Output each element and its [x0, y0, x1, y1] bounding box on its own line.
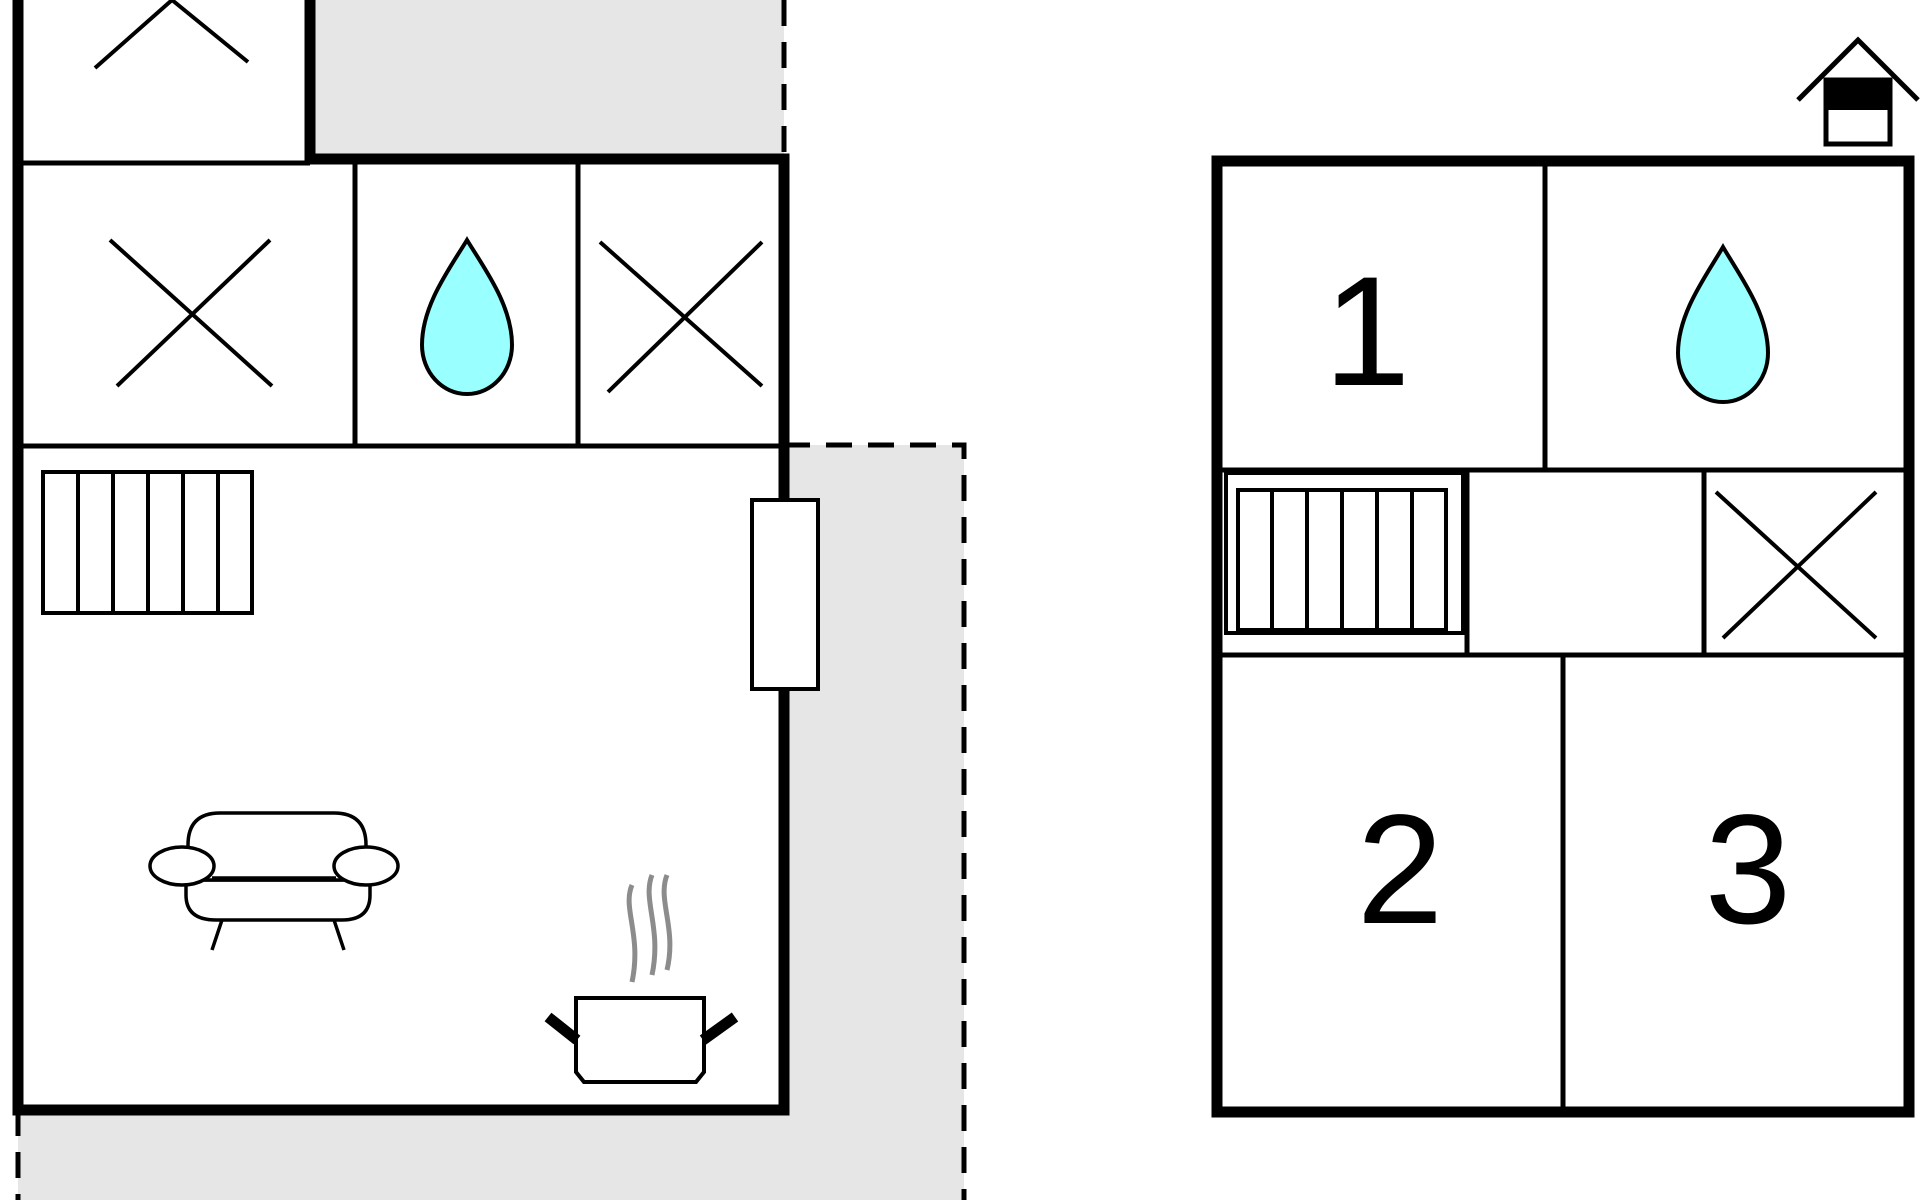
room-number-1: 1 [1324, 245, 1411, 419]
upper-floor-interior-walls [1222, 163, 1904, 1112]
ground-floor [12, 0, 967, 1200]
toilet-x-icon [108, 238, 274, 388]
stairs-up-icon [93, 0, 250, 70]
upper-floor: 1 2 3 [1211, 36, 1920, 1118]
room-number-2: 2 [1357, 783, 1444, 957]
cooking-pot-icon [544, 874, 739, 1084]
radiator-icon [41, 470, 254, 615]
bedroom-3: 3 [1705, 783, 1792, 957]
utility-x-icon [598, 240, 764, 394]
radiator-icon [1224, 471, 1465, 635]
ground-floor-interior-walls [18, 160, 784, 449]
water-drop-icon [419, 236, 515, 397]
sofa-icon [148, 811, 400, 951]
bedroom-1: 1 [1324, 245, 1411, 419]
house-floor-indicator-icon [1796, 36, 1920, 147]
door-icon [750, 498, 820, 691]
room-number-3: 3 [1705, 783, 1792, 957]
terrace-area [15, 0, 967, 1200]
water-drop-icon [1675, 243, 1771, 405]
bedroom-2: 2 [1357, 783, 1444, 957]
toilet-x-icon [1714, 490, 1878, 640]
